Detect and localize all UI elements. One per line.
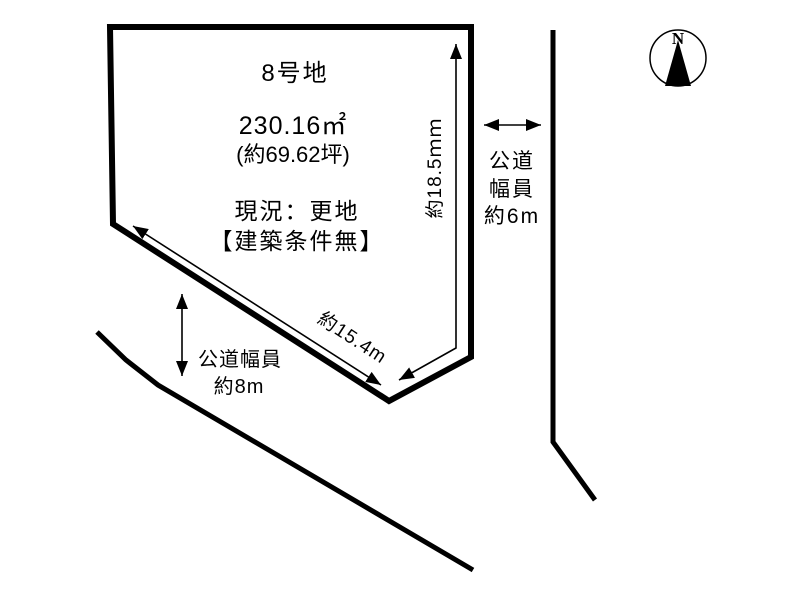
dimension-label-right-edge: 約18.5ｍｍ [424,118,446,219]
compass-north-label: N [672,29,685,48]
road-line-southwest [95,330,475,573]
dimension-line-right-edge [398,44,462,381]
road-width-label-east: 公道 幅員 約6m [484,150,540,228]
plot-title: 8号地 [261,60,328,87]
plot-area-tsubo: (約69.62坪) [236,142,350,167]
north-compass-icon: N [649,29,707,87]
compass-needle [665,40,691,86]
road-width-label-southwest: 公道幅員 約8m [198,348,282,398]
road-east-label-line3: 約6m [484,205,540,228]
plot-area-m2: 230.16㎡ [239,112,347,140]
dimension-line-bottom-edge [132,225,382,386]
road-southwest-label-line2: 約8m [214,375,265,398]
plot-status: 現況：更地 [235,198,360,224]
road-east-label-line1: 公道 [489,150,535,173]
road-east-label-line2: 幅員 [489,178,535,201]
road-line-east [550,30,598,502]
road-southwest-label-line1: 公道幅員 [198,348,282,371]
plot-condition: 【建築条件無】 [210,228,385,254]
